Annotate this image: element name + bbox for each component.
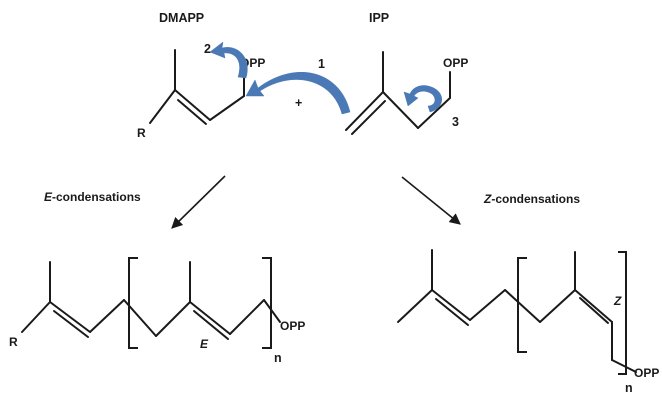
z-branch-arrow — [401, 176, 461, 225]
z-bond-double-1-inner — [435, 298, 469, 326]
dmapp-structure — [149, 49, 245, 125]
z-bracket-right — [618, 251, 627, 375]
dmapp-label: DMAPP — [159, 11, 204, 25]
z-geometry-label: Z — [613, 294, 622, 308]
e-bond-double-2-inner — [193, 310, 229, 340]
e-repeat-n: n — [274, 351, 282, 365]
e-bond-ch2-3 — [155, 301, 191, 337]
e-bond-double-1 — [49, 301, 91, 333]
ipp-bond-ch2b — [417, 97, 451, 129]
ipp-bond-double-inner — [351, 100, 386, 135]
curved-arrow-1 — [245, 72, 351, 115]
e-bond-double-2 — [189, 301, 231, 335]
z-bond-double-2-inner — [579, 297, 609, 324]
z-product-structure — [397, 249, 637, 375]
z-bond-ch2-1 — [469, 289, 506, 321]
z-bracket-left — [517, 257, 527, 353]
z-condensations-prefix: Z — [483, 192, 492, 206]
e-bond-ch2-1 — [89, 299, 125, 333]
step-1-label: 1 — [318, 57, 325, 71]
dmapp-bond-ch2 — [209, 95, 245, 121]
z-bond-ch2-3 — [539, 289, 576, 323]
dmapp-r-label: R — [137, 126, 146, 140]
e-condensations-suffix: -condensations — [52, 190, 141, 204]
e-branch-arrow — [171, 175, 226, 229]
dmapp-bond-r — [149, 89, 176, 124]
z-bond-o — [611, 359, 637, 373]
e-bond-r — [21, 301, 51, 333]
z-bond-methyl-a — [397, 289, 433, 323]
e-bond-ch2-4 — [229, 299, 265, 335]
e-bracket-left — [128, 257, 138, 349]
z-bond-double-2 — [574, 289, 613, 323]
step-2-label: 2 — [204, 42, 211, 56]
e-product-r-label: R — [9, 335, 18, 349]
z-bond-ch2-2 — [504, 289, 541, 323]
z-product-opp-label: OPP — [634, 366, 659, 380]
ipp-bond-double — [345, 91, 384, 131]
z-condensations-suffix: -condensations — [491, 192, 580, 206]
ipp-structure — [345, 51, 451, 135]
step-3-label: 3 — [452, 115, 459, 129]
e-geometry-label: E — [200, 337, 209, 351]
e-product-structure — [21, 257, 281, 349]
ipp-opp-label: OPP — [443, 56, 468, 70]
e-condensations-prefix: E — [44, 190, 53, 204]
z-repeat-n: n — [625, 381, 633, 393]
curved-arrow-2 — [209, 41, 248, 79]
e-product-opp-label: OPP — [280, 319, 305, 333]
curved-arrow-3 — [403, 85, 442, 113]
plus-sign: + — [295, 96, 302, 110]
e-bracket-right — [262, 257, 272, 349]
dmapp-bond-double-inner — [177, 99, 207, 125]
ipp-bond-ch2 — [382, 91, 419, 129]
e-bond-double-1-inner — [53, 310, 89, 338]
e-condensations-label: E-condensations — [44, 190, 141, 204]
z-bond-double-1 — [431, 289, 471, 321]
z-condensations-label: Z-condensations — [483, 192, 580, 206]
dmapp-bond-double — [174, 89, 211, 121]
ipp-label: IPP — [369, 11, 389, 25]
